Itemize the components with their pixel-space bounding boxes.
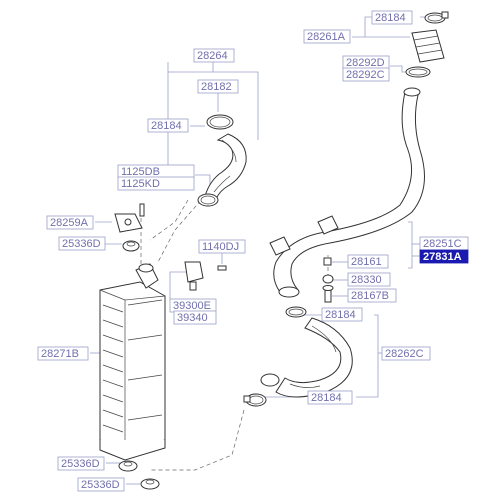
callout-28161[interactable]: 28161 — [347, 254, 389, 269]
callout-text: 1125KD — [121, 178, 160, 190]
callout-28262c[interactable]: 28262C — [381, 346, 431, 361]
callout-28330[interactable]: 28330 — [347, 272, 391, 287]
callout-25336d-b1[interactable]: 25336D — [57, 456, 105, 471]
callout-text: 25336D — [62, 238, 101, 250]
sensor — [184, 261, 227, 291]
callout-text: 28184 — [375, 12, 406, 24]
callout-text: 28161 — [351, 256, 382, 268]
callout-text: 28261A — [307, 31, 346, 43]
callout-28167b[interactable]: 28167B — [347, 288, 397, 303]
callout-28184-bottom[interactable]: 28184 — [307, 390, 353, 405]
clamp-bottom — [243, 393, 267, 407]
callout-28184-mid[interactable]: 28184 — [321, 307, 363, 322]
callout-28292c[interactable]: 28292C — [342, 67, 390, 82]
callout-text: 28259A — [50, 217, 89, 229]
upper-hose — [204, 133, 247, 203]
callout-25336d-mid[interactable]: 25336D — [58, 236, 106, 251]
callout-39300e[interactable]: 39300E — [169, 298, 217, 313]
callout-text: 25336D — [61, 458, 100, 470]
callout-text: 28251C — [423, 238, 462, 250]
clamp-top — [424, 11, 449, 24]
lower-hose — [260, 317, 353, 398]
callout-text: 1125DB — [121, 166, 160, 178]
callout-text: 28167B — [351, 290, 389, 302]
callout-text: 28184 — [325, 309, 356, 321]
callout-text: 28292C — [346, 69, 385, 81]
callout-25336d-b2[interactable]: 25336D — [77, 477, 125, 492]
alignment-dashes — [140, 189, 329, 471]
intercooler — [99, 263, 166, 461]
callout-text: 28184 — [151, 120, 182, 132]
callout-text: 28264 — [197, 50, 228, 62]
callout-text: 28330 — [351, 274, 382, 286]
callout-28292d[interactable]: 28292D — [342, 55, 390, 70]
callout-27831a[interactable]: 27831A — [419, 249, 469, 264]
insulator-bottom — [118, 460, 160, 490]
callout-28184-left[interactable]: 28184 — [147, 118, 189, 133]
insulator-mid — [122, 240, 140, 252]
clamp-28182 — [206, 114, 234, 130]
callout-28251c[interactable]: 28251C — [419, 236, 469, 251]
callout-text: 25336D — [81, 479, 120, 491]
callout-28264[interactable]: 28264 — [193, 48, 235, 63]
bracket-28259a — [114, 203, 145, 233]
callout-1125kd[interactable]: 1125KD — [117, 176, 195, 191]
callout-1125db[interactable]: 1125DB — [117, 164, 195, 179]
callout-text: 28271B — [41, 348, 79, 360]
hose-connector — [411, 29, 445, 63]
o-ring — [405, 66, 431, 78]
callout-28261a[interactable]: 28261A — [303, 29, 351, 44]
clamp-1125 — [197, 193, 219, 207]
small-hardware — [322, 257, 334, 303]
clamp-mid — [285, 306, 307, 318]
callout-28182[interactable]: 28182 — [197, 79, 239, 94]
callout-28184-top[interactable]: 28184 — [371, 10, 413, 25]
intercooler-pipe — [269, 87, 425, 298]
callout-text: 28182 — [201, 81, 232, 93]
callout-text: 1140DJ — [202, 241, 239, 253]
callout-text: 27831A — [423, 251, 462, 263]
callout-text: 39300E — [173, 300, 211, 312]
callout-text: 28262C — [385, 348, 424, 360]
callout-text: 39340 — [177, 312, 208, 324]
callout-text: 28184 — [311, 392, 342, 404]
callout-28259a[interactable]: 28259A — [46, 215, 94, 230]
callout-1140dj[interactable]: 1140DJ — [198, 239, 246, 254]
callout-28271b[interactable]: 28271B — [37, 346, 89, 361]
callout-39340[interactable]: 39340 — [173, 310, 217, 325]
callout-text: 28292D — [346, 57, 385, 69]
